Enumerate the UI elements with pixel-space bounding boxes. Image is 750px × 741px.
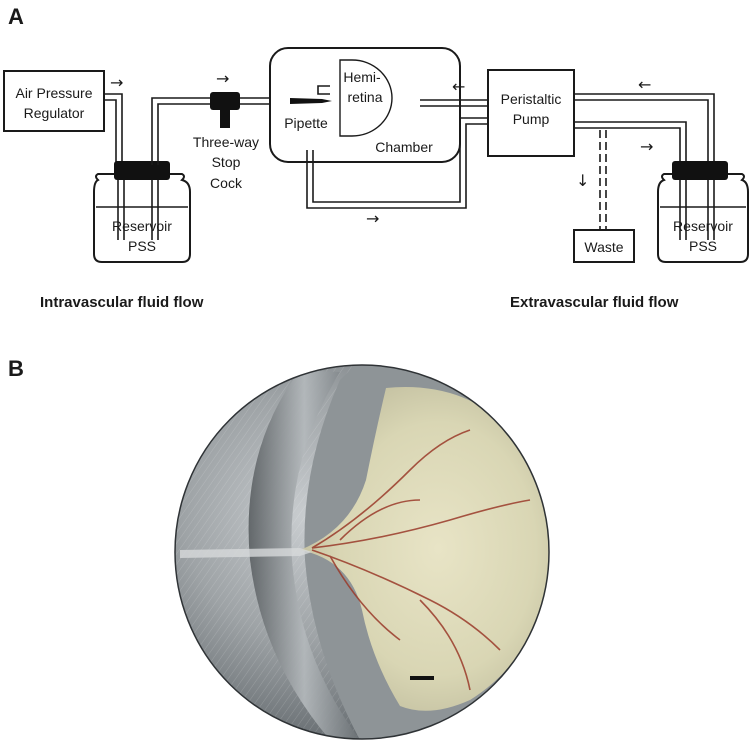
reservoir-right-cap	[672, 161, 728, 180]
chamber-photo	[175, 365, 549, 739]
arrow-right-icon: →	[216, 69, 229, 88]
extravascular-caption: Extravascular fluid flow	[510, 294, 679, 311]
extravascular-tube-return	[574, 121, 687, 168]
stop-cock	[210, 92, 240, 128]
panel-b-letter: B	[8, 356, 24, 381]
reservoir-right: Reservoir PSS	[657, 161, 749, 263]
waste-tube	[599, 130, 607, 230]
air-tube	[104, 93, 123, 168]
svg-text:PSS: PSS	[689, 238, 717, 254]
hemiretina: Hemi- retina	[317, 59, 393, 137]
intravascular-caption: Intravascular fluid flow	[40, 294, 204, 311]
reservoir-left: Reservoir PSS	[93, 161, 191, 263]
extravascular-tube-in	[574, 93, 715, 168]
svg-text:Cock: Cock	[210, 175, 243, 191]
panel-a-letter: A	[8, 4, 24, 29]
svg-text:Stop: Stop	[212, 154, 241, 170]
arrow-down-icon: ↓	[576, 171, 589, 190]
svg-text:Pump: Pump	[513, 111, 550, 127]
arrow-left-icon: ←	[452, 77, 465, 96]
svg-text:Waste: Waste	[584, 239, 623, 255]
svg-text:Three-way: Three-way	[193, 134, 259, 150]
chamber-outflow-tube	[306, 117, 488, 209]
pipette: Pipette	[284, 98, 332, 131]
pipette-photo	[180, 548, 312, 558]
peristaltic-pump: Peristaltic Pump	[487, 69, 575, 157]
scale-bar	[410, 676, 434, 680]
svg-text:Peristaltic: Peristaltic	[501, 91, 562, 107]
arrow-right-icon: →	[366, 209, 379, 228]
svg-text:Regulator: Regulator	[24, 105, 85, 121]
retinal-vessels	[311, 429, 531, 691]
svg-text:Reservoir: Reservoir	[112, 218, 172, 234]
arrow-right-icon: →	[640, 137, 653, 156]
svg-text:Pipette: Pipette	[284, 115, 328, 131]
svg-text:Chamber: Chamber	[375, 139, 433, 155]
hemiretina-tissue	[300, 387, 549, 711]
pump-chamber-tube	[420, 99, 488, 107]
svg-text:Hemi-: Hemi-	[343, 69, 381, 85]
svg-text:retina: retina	[347, 89, 382, 105]
svg-text:Air Pressure: Air Pressure	[15, 85, 92, 101]
reservoir-left-cap	[114, 161, 170, 180]
svg-text:PSS: PSS	[128, 238, 156, 254]
arrow-right-icon: →	[110, 73, 123, 92]
waste-container: Waste	[573, 229, 635, 263]
arrow-left-icon: ←	[638, 75, 651, 94]
svg-text:Reservoir: Reservoir	[673, 218, 733, 234]
air-pressure-regulator: Air Pressure Regulator	[3, 70, 105, 132]
